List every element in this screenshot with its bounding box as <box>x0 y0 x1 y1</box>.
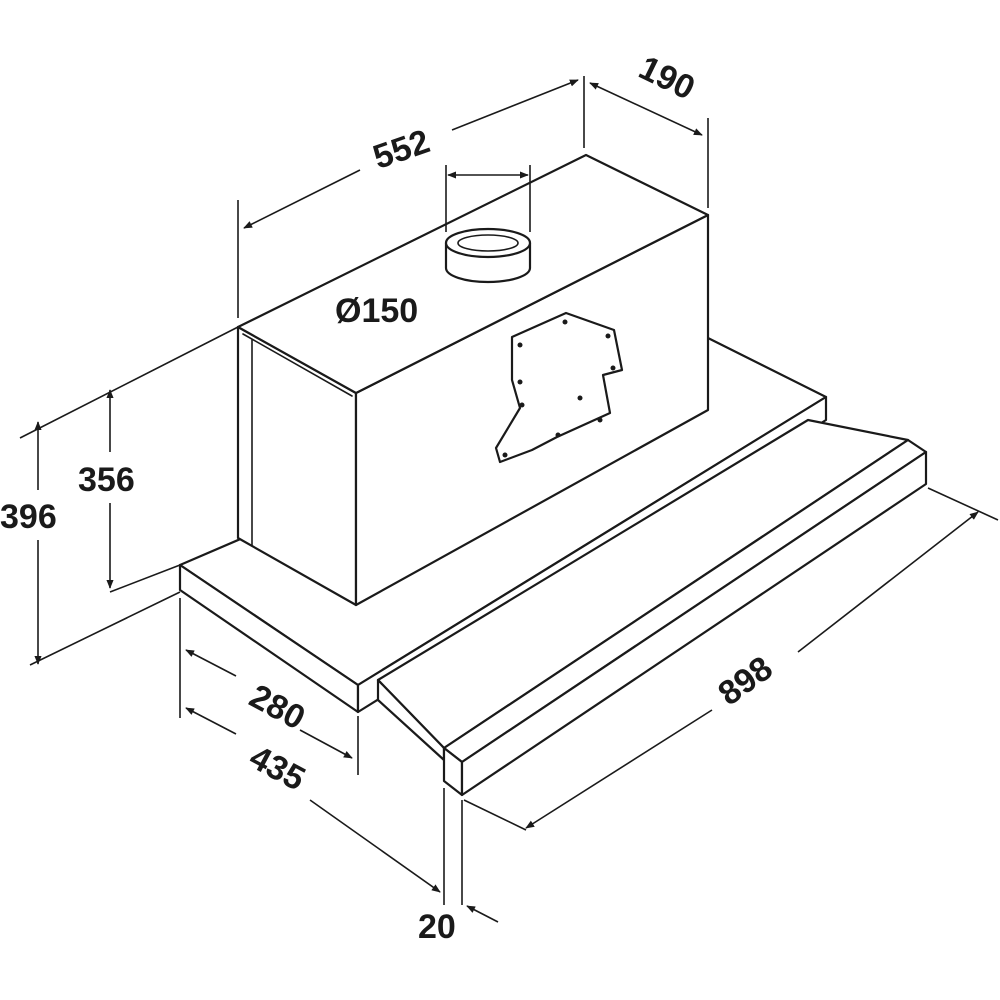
access-plate <box>494 311 624 464</box>
access-plate-screws <box>502 319 616 458</box>
dim-190-label: 190 <box>633 49 701 108</box>
dim-898-label: 898 <box>711 649 779 713</box>
dim-20-label: 20 <box>418 908 456 946</box>
dimension-lines <box>19 76 999 923</box>
dim-435-label: 435 <box>243 738 311 798</box>
dim-396-label: 396 <box>0 498 57 536</box>
hood-outline <box>178 153 928 797</box>
dim-duct-label: Ø150 <box>335 292 418 330</box>
dim-552-label: 552 <box>368 122 434 176</box>
duct-collar <box>444 227 532 284</box>
housing-top-inner-edge <box>242 333 353 397</box>
front-bar-side <box>460 450 928 797</box>
dim-280-label: 280 <box>243 677 311 737</box>
dim-356-label: 356 <box>78 461 135 499</box>
